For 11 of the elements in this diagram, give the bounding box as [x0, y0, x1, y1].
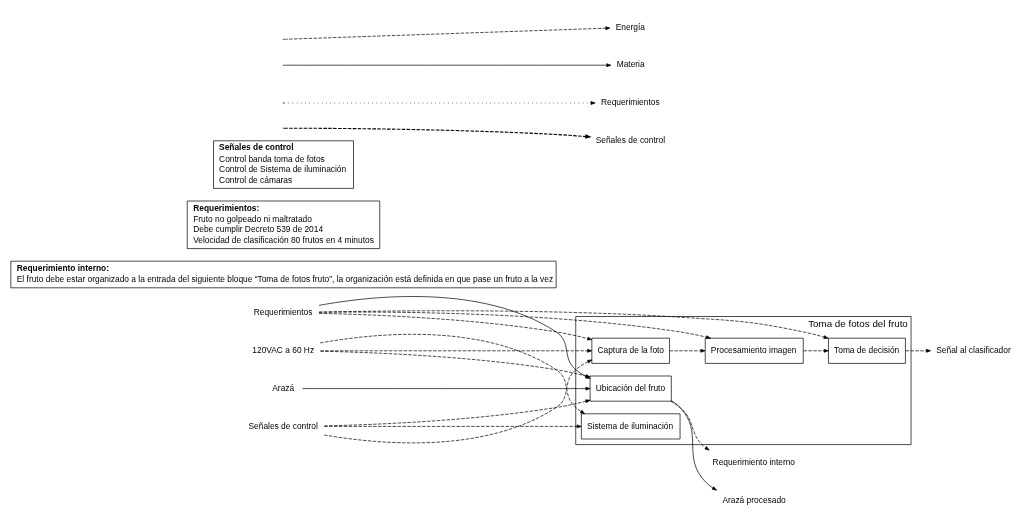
node-text: Requerimiento interno — [712, 456, 796, 467]
node-text: Requerimientos — [253, 306, 313, 317]
node-text: Arazá procesado — [722, 494, 786, 505]
legend-label: Requerimientos — [600, 96, 660, 107]
legend-label: Energía — [615, 21, 645, 32]
node-text: Arazá — [272, 382, 295, 393]
legend-label: Materia — [616, 58, 645, 69]
node-text: 120VAC a 60 Hz — [252, 344, 315, 355]
legend-label: Señales de control — [595, 134, 666, 145]
node-text: Señales de control — [248, 420, 318, 431]
node-text: Señal al clasificador — [936, 344, 1011, 355]
